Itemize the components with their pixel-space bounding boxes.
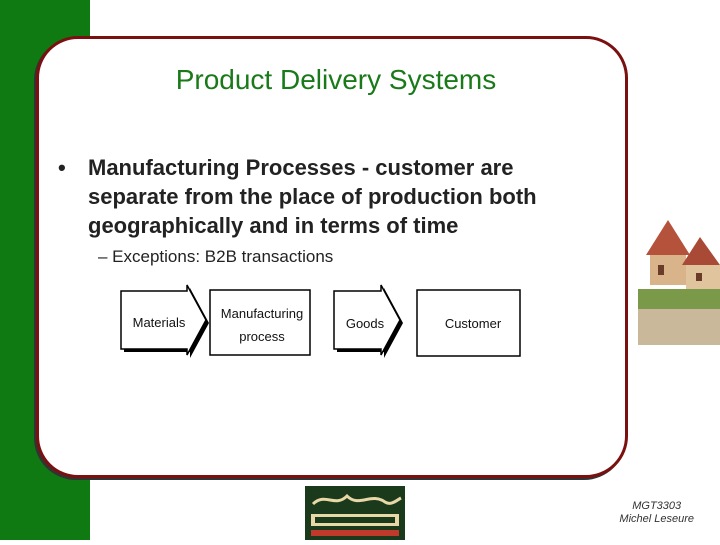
logo-graphic: [305, 486, 405, 540]
slide-title: Product Delivery Systems: [175, 64, 497, 95]
materials-arrow: [120, 284, 207, 356]
process-label: process: [239, 329, 285, 344]
content-panel: [36, 36, 628, 478]
author-name: Michel Leseure: [619, 513, 694, 525]
customer-label: Customer: [444, 316, 502, 331]
campus-photo: [638, 215, 720, 345]
materials-label: Materials: [132, 315, 186, 330]
manufacturing-box: [209, 289, 311, 356]
goods-label: Goods: [345, 316, 385, 331]
sub-bullet: – Exceptions: B2B transactions: [98, 247, 334, 266]
goods-arrow: [333, 284, 401, 356]
bullet-marker: •: [58, 155, 66, 180]
university-logo: [305, 486, 405, 540]
manufacturing-label: Manufacturing: [220, 306, 304, 321]
footer: MGT3303 Michel Leseure: [619, 500, 694, 526]
bullet-text: Manufacturing Processes - customer are s…: [88, 155, 537, 238]
customer-box: [416, 289, 521, 357]
course-code: MGT3303: [632, 500, 682, 512]
